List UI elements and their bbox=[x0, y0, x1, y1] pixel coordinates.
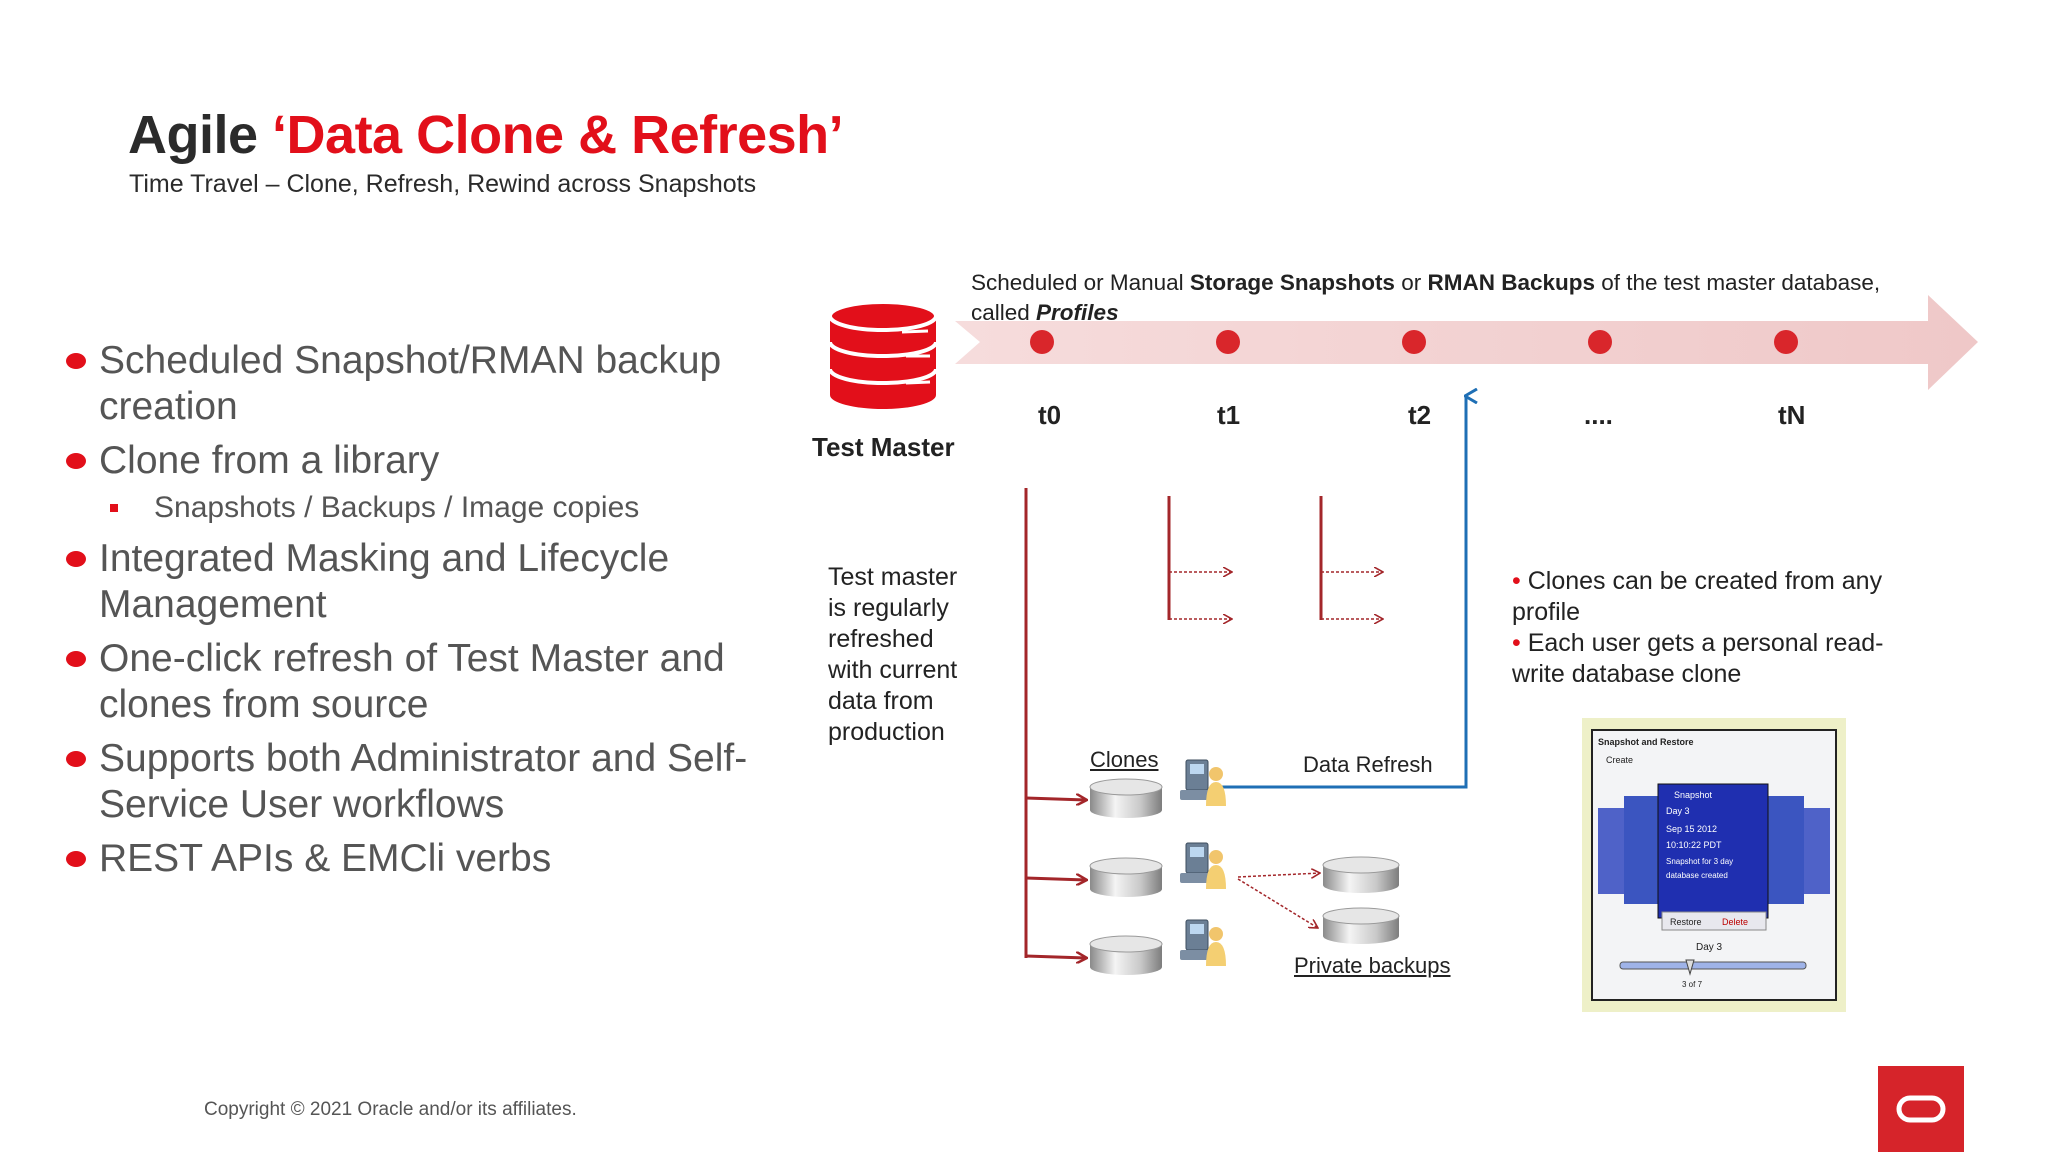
card-title: Snapshot bbox=[1674, 790, 1713, 800]
slide-title-highlight: ‘Data Clone & Refresh’ bbox=[272, 105, 844, 165]
bullet-dot-icon bbox=[66, 751, 86, 767]
database-icon bbox=[828, 300, 938, 409]
restore-button: Restore bbox=[1670, 917, 1702, 927]
bullet-dot-icon bbox=[66, 551, 86, 567]
clones-label: Clones bbox=[1090, 747, 1159, 772]
bullet-item: Integrated Masking and Lifecycle Managem… bbox=[66, 536, 786, 628]
timeline-label: t0 bbox=[1038, 400, 1062, 430]
private-backups-label: Private backups bbox=[1294, 953, 1451, 978]
snapshot-note: Scheduled or Manual Storage Snapshots or… bbox=[971, 270, 1881, 325]
private-backup-database-icon bbox=[1322, 856, 1400, 893]
card-time: 10:10:22 PDT bbox=[1666, 840, 1722, 850]
timeline-label: t2 bbox=[1408, 400, 1432, 430]
timeline-dot bbox=[1588, 330, 1612, 354]
user-computer-icon bbox=[1180, 759, 1226, 806]
copyright-text: Copyright © 2021 Oracle and/or its affil… bbox=[204, 1099, 577, 1120]
clone-database-icon bbox=[1089, 935, 1163, 975]
bullet-item: One-click refresh of Test Master and clo… bbox=[66, 636, 786, 728]
clones-note-item: • Clones can be created from any profile bbox=[1512, 567, 1883, 626]
card-desc: database created bbox=[1666, 871, 1728, 880]
slider-count: 3 of 7 bbox=[1682, 980, 1703, 989]
timeline-dot bbox=[1774, 330, 1798, 354]
clone-database-icon bbox=[1089, 778, 1163, 818]
card-day: Day 3 bbox=[1666, 806, 1690, 816]
square-bullet-icon bbox=[110, 504, 118, 512]
timeline-label: tN bbox=[1778, 400, 1806, 430]
timeline-dot bbox=[1030, 330, 1054, 354]
oracle-logo bbox=[1878, 1066, 1964, 1152]
timeline-band bbox=[955, 295, 1978, 390]
user-computer-icon bbox=[1180, 842, 1226, 889]
bullet-dot-icon bbox=[66, 851, 86, 867]
test-master-label: Test Master bbox=[812, 432, 955, 462]
timeline-label: .... bbox=[1584, 400, 1613, 430]
clones-note-item: • Each user gets a personal read-write d… bbox=[1512, 629, 1884, 688]
timeline-label: t1 bbox=[1217, 400, 1241, 430]
bullet-item: Supports both Administrator and Self-Ser… bbox=[66, 736, 786, 828]
bullet-dot-icon bbox=[66, 651, 86, 667]
bullet-item: REST APIs & EMCli verbs bbox=[66, 836, 786, 882]
slide-title: Agile ‘Data Clone & Refresh’ bbox=[128, 105, 844, 165]
timeline-dot bbox=[1402, 330, 1426, 354]
panel-title: Snapshot and Restore bbox=[1598, 737, 1694, 747]
bullet-item: Scheduled Snapshot/RMAN backup creation bbox=[66, 338, 786, 430]
bullet-item: Clone from a library bbox=[66, 438, 786, 484]
private-backup-database-icon bbox=[1322, 907, 1400, 944]
delete-button: Delete bbox=[1722, 917, 1748, 927]
user-computer-icon bbox=[1180, 919, 1226, 966]
sub-bullet-item: Snapshots / Backups / Image copies bbox=[66, 490, 786, 526]
clones-note: • Clones can be created from any profile… bbox=[1512, 566, 1932, 690]
bullet-dot-icon bbox=[66, 353, 86, 369]
slider-label: Day 3 bbox=[1696, 942, 1723, 953]
card-date: Sep 15 2012 bbox=[1666, 824, 1717, 834]
bullet-dot-icon bbox=[66, 453, 86, 469]
card-desc: Snapshot for 3 day bbox=[1666, 857, 1733, 866]
timeline-dot bbox=[1216, 330, 1240, 354]
data-refresh-label: Data Refresh bbox=[1303, 752, 1433, 777]
create-link: Create bbox=[1606, 755, 1633, 765]
bullet-list: Scheduled Snapshot/RMAN backup creation … bbox=[66, 338, 786, 890]
test-master-description: Test master is regularly refreshed with … bbox=[828, 563, 958, 746]
slide-subtitle: Time Travel – Clone, Refresh, Rewind acr… bbox=[129, 170, 757, 198]
clone-database-icon bbox=[1089, 857, 1163, 897]
oracle-logo-icon bbox=[1896, 1095, 1946, 1123]
snapshot-restore-screenshot: Snapshot and Restore Create Snapshot Day… bbox=[1582, 718, 1846, 1012]
